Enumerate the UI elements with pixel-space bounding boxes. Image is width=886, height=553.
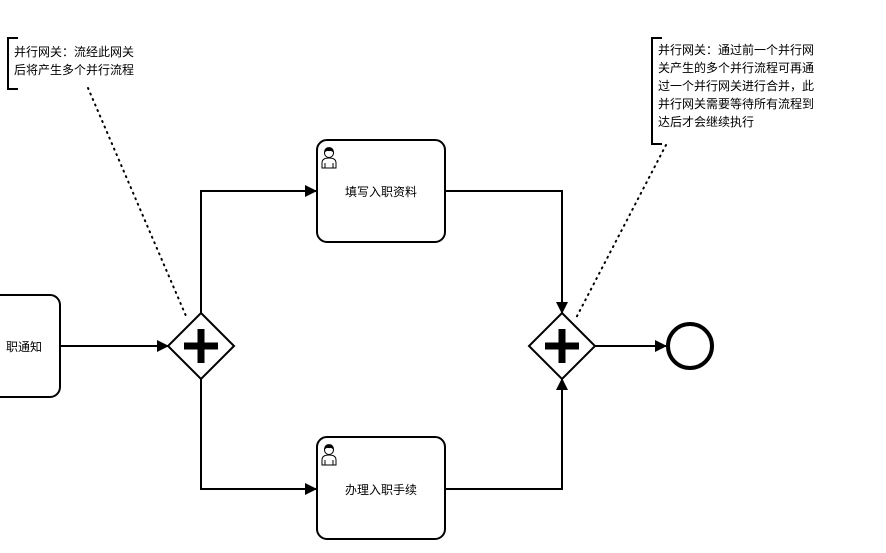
- association-lines: [87, 87, 667, 321]
- user-icon: [321, 147, 337, 169]
- flow-fill-info-to-join-gateway[interactable]: [446, 190, 568, 314]
- sequence-flows: [60, 185, 667, 495]
- plus-icon: [184, 329, 218, 363]
- end-event-circle-icon: [666, 322, 714, 370]
- task-process-onboarding-label: 办理入职手续: [345, 482, 417, 497]
- flow-split-gateway-to-process-onboarding[interactable]: [200, 378, 317, 495]
- user-icon: [321, 444, 337, 466]
- task-left-partial-label: 职通知: [6, 340, 42, 354]
- task-left-partial-box: [0, 294, 61, 398]
- association-split-gateway-note: [87, 87, 187, 317]
- annotation-join-gateway[interactable]: 并行网关：通过前一个并行网 关产生的多个并行流程可再通 过一个并行网关进行合并，…: [651, 37, 814, 145]
- flow-process-onboarding-to-join-gateway[interactable]: [446, 378, 568, 490]
- annotation-join-line-2: 关产生的多个并行流程可再通: [658, 60, 814, 75]
- annotation-join-line-1: 并行网关：通过前一个并行网: [658, 42, 814, 57]
- task-process-onboarding-box: [316, 436, 446, 540]
- parallel-gateway-split[interactable]: [166, 311, 236, 381]
- annotation-bracket: [651, 37, 662, 145]
- task-fill-info-label: 填写入职资料: [345, 185, 417, 199]
- annotation-split-gateway[interactable]: 并行网关：流经此网关 后将产生多个并行流程: [7, 37, 134, 90]
- annotation-join-line-4: 并行网关需要等待所有流程到: [658, 96, 814, 111]
- annotation-join-line-5: 达后才会继续执行: [658, 115, 754, 129]
- plus-icon: [545, 329, 579, 363]
- annotation-bracket: [7, 37, 18, 90]
- flow-split-gateway-to-fill-info[interactable]: [200, 185, 317, 314]
- end-event[interactable]: [666, 322, 714, 370]
- parallel-gateway-join[interactable]: [527, 311, 597, 381]
- annotation-join-line-3: 过一个并行网关进行合并，此: [658, 78, 814, 93]
- task-fill-info-box: [316, 139, 446, 243]
- task-fill-info[interactable]: 填写入职资料: [316, 139, 446, 243]
- task-process-onboarding[interactable]: 办理入职手续: [316, 436, 446, 540]
- task-left-partial[interactable]: 职通知: [0, 294, 61, 398]
- association-join-gateway-note: [574, 144, 667, 321]
- annotation-split-line-2: 后将产生多个并行流程: [14, 62, 134, 77]
- annotation-split-line-1: 并行网关：流经此网关: [14, 45, 134, 59]
